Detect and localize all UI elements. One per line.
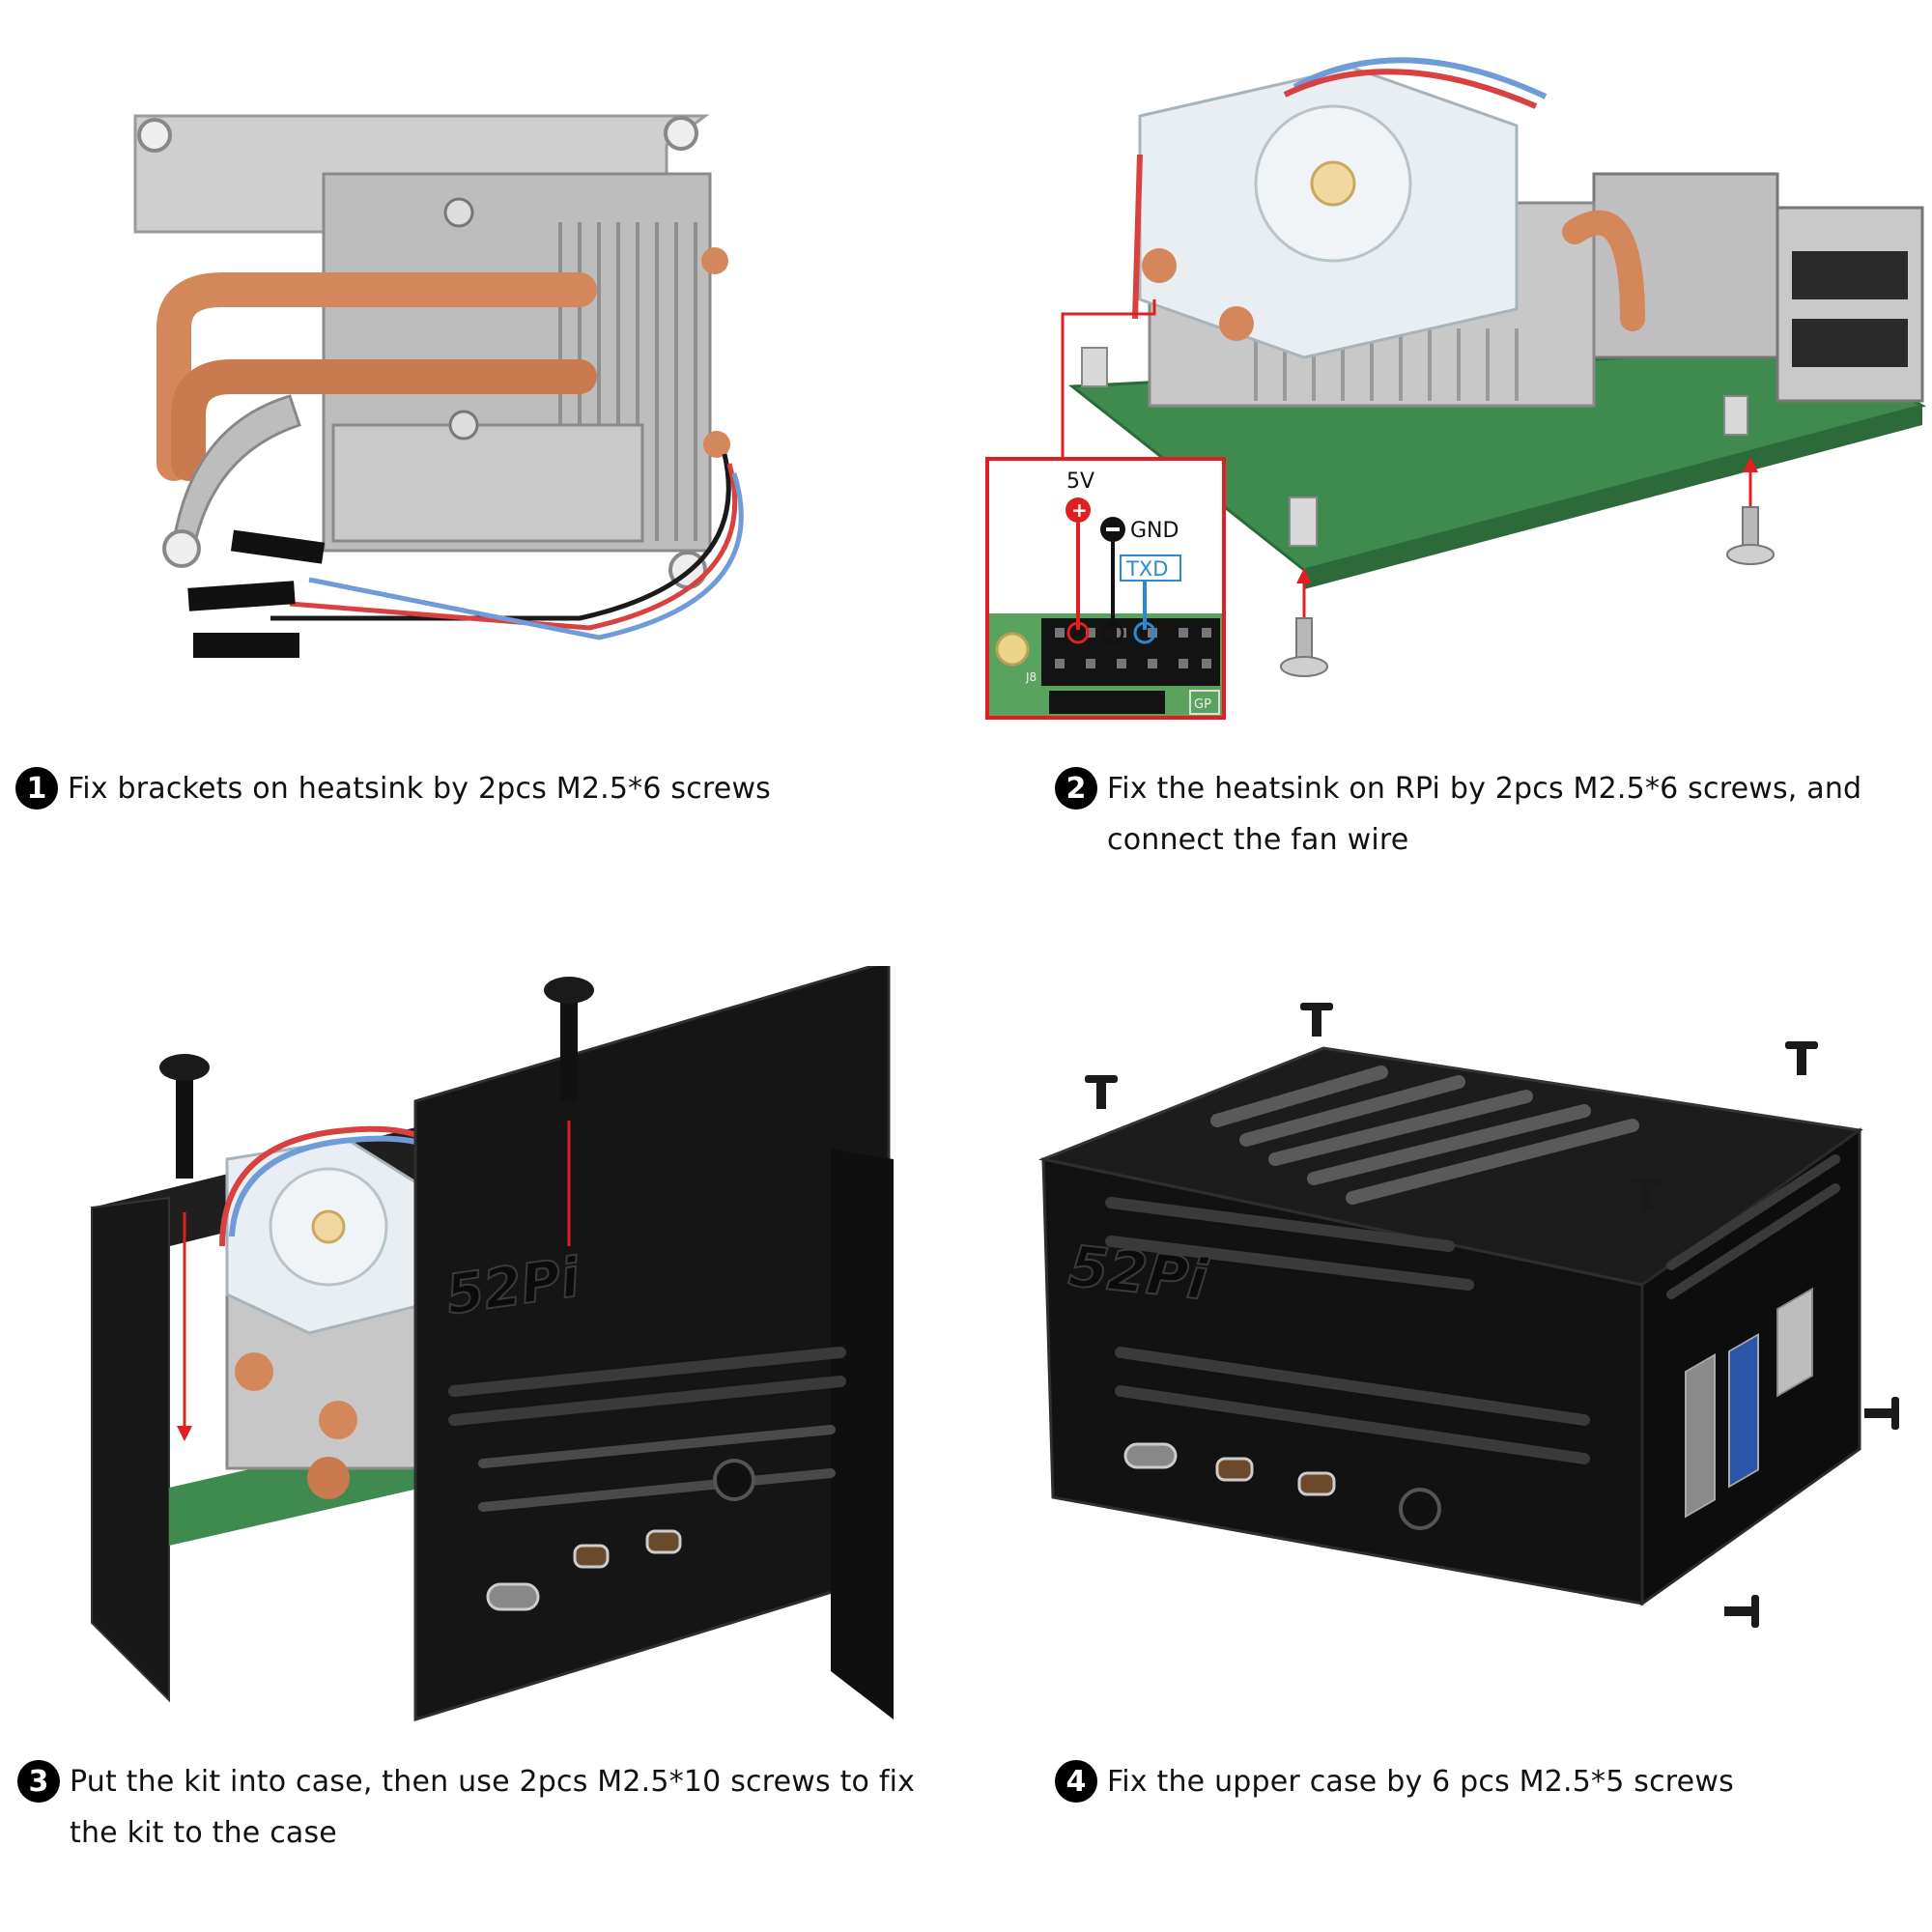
step-4-caption: 4 Fix the upper case by 6 pcs M2.5*5 scr… [1055, 1756, 1905, 1807]
step-2-text: Fix the heatsink on RPi by 2pcs M2.5*6 s… [1107, 772, 1862, 857]
step-1-caption: 1 Fix brackets on heatsink by 2pcs M2.5*… [15, 763, 943, 814]
rpi-heatsink-illustration: GP J8 + 5V GND TXD [985, 57, 1927, 720]
step-3-panel: 52Pi 3 Put the kit into case, then use 2… [0, 966, 966, 1932]
step-3-caption: 3 Put the kit into case, then use 2pcs M… [17, 1756, 916, 1859]
svg-text:+: + [1071, 498, 1088, 522]
case-logo-upper: 52Pi [1066, 1233, 1212, 1313]
step-3-badge: 3 [17, 1760, 60, 1803]
step-2-caption: 2 Fix the heatsink on RPi by 2pcs M2.5*6… [1055, 763, 1905, 866]
step-2-badge: 2 [1055, 767, 1097, 810]
closed-case-illustration: 52Pi [1037, 1003, 1899, 1628]
pin-5v-label: 5V [1066, 469, 1094, 494]
step-1-badge: 1 [15, 767, 58, 810]
step-4-text: Fix the upper case by 6 pcs M2.5*5 screw… [1107, 1765, 1734, 1799]
pin-txd-label: TXD [1125, 557, 1168, 581]
lower-case-illustration: 52Pi [91, 966, 894, 1722]
heatsink-bracket-illustration [133, 114, 744, 658]
j8-label: J8 [1025, 670, 1037, 684]
step-4-panel: 52Pi 4 Fix the upper case by 6 pcs M2.5*… [966, 966, 1932, 1932]
step-1-panel: 1 Fix brackets on heatsink by 2pcs M2.5*… [0, 0, 966, 869]
step-1-text: Fix brackets on heatsink by 2pcs M2.5*6 … [68, 772, 772, 806]
step-3-text: Put the kit into case, then use 2pcs M2.… [70, 1765, 916, 1850]
gp-label: GP [1194, 697, 1211, 712]
pin-gnd-label: GND [1130, 519, 1179, 543]
step-4-badge: 4 [1055, 1760, 1097, 1803]
step-2-panel: GP J8 + 5V GND TXD 2 Fix the heatsink on… [966, 0, 1932, 869]
